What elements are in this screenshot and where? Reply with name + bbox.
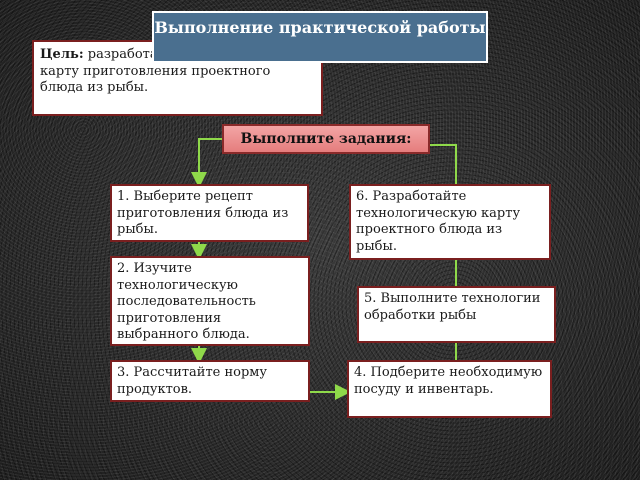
step-2-box: 2. Изучите технологическую последователь…	[110, 256, 310, 346]
step-1-box: 1. Выберите рецепт приготовления блюда и…	[110, 184, 309, 242]
tasks-header: Выполните задания:	[222, 124, 430, 154]
goal-label: Цель:	[40, 47, 84, 62]
step-5-box: 5. Выполните технологии обработки рыбы	[357, 286, 556, 343]
connector-header-to-step1	[191, 138, 222, 188]
slide-title: Выполнение практической работы	[152, 11, 488, 63]
step-6-box: 6. Разработайте технологическую карту пр…	[349, 184, 551, 260]
step-4-box: 4. Подберите необходимую посуду и инвент…	[347, 360, 552, 418]
step-3-box: 3. Рассчитайте норму продуктов.	[110, 360, 310, 402]
